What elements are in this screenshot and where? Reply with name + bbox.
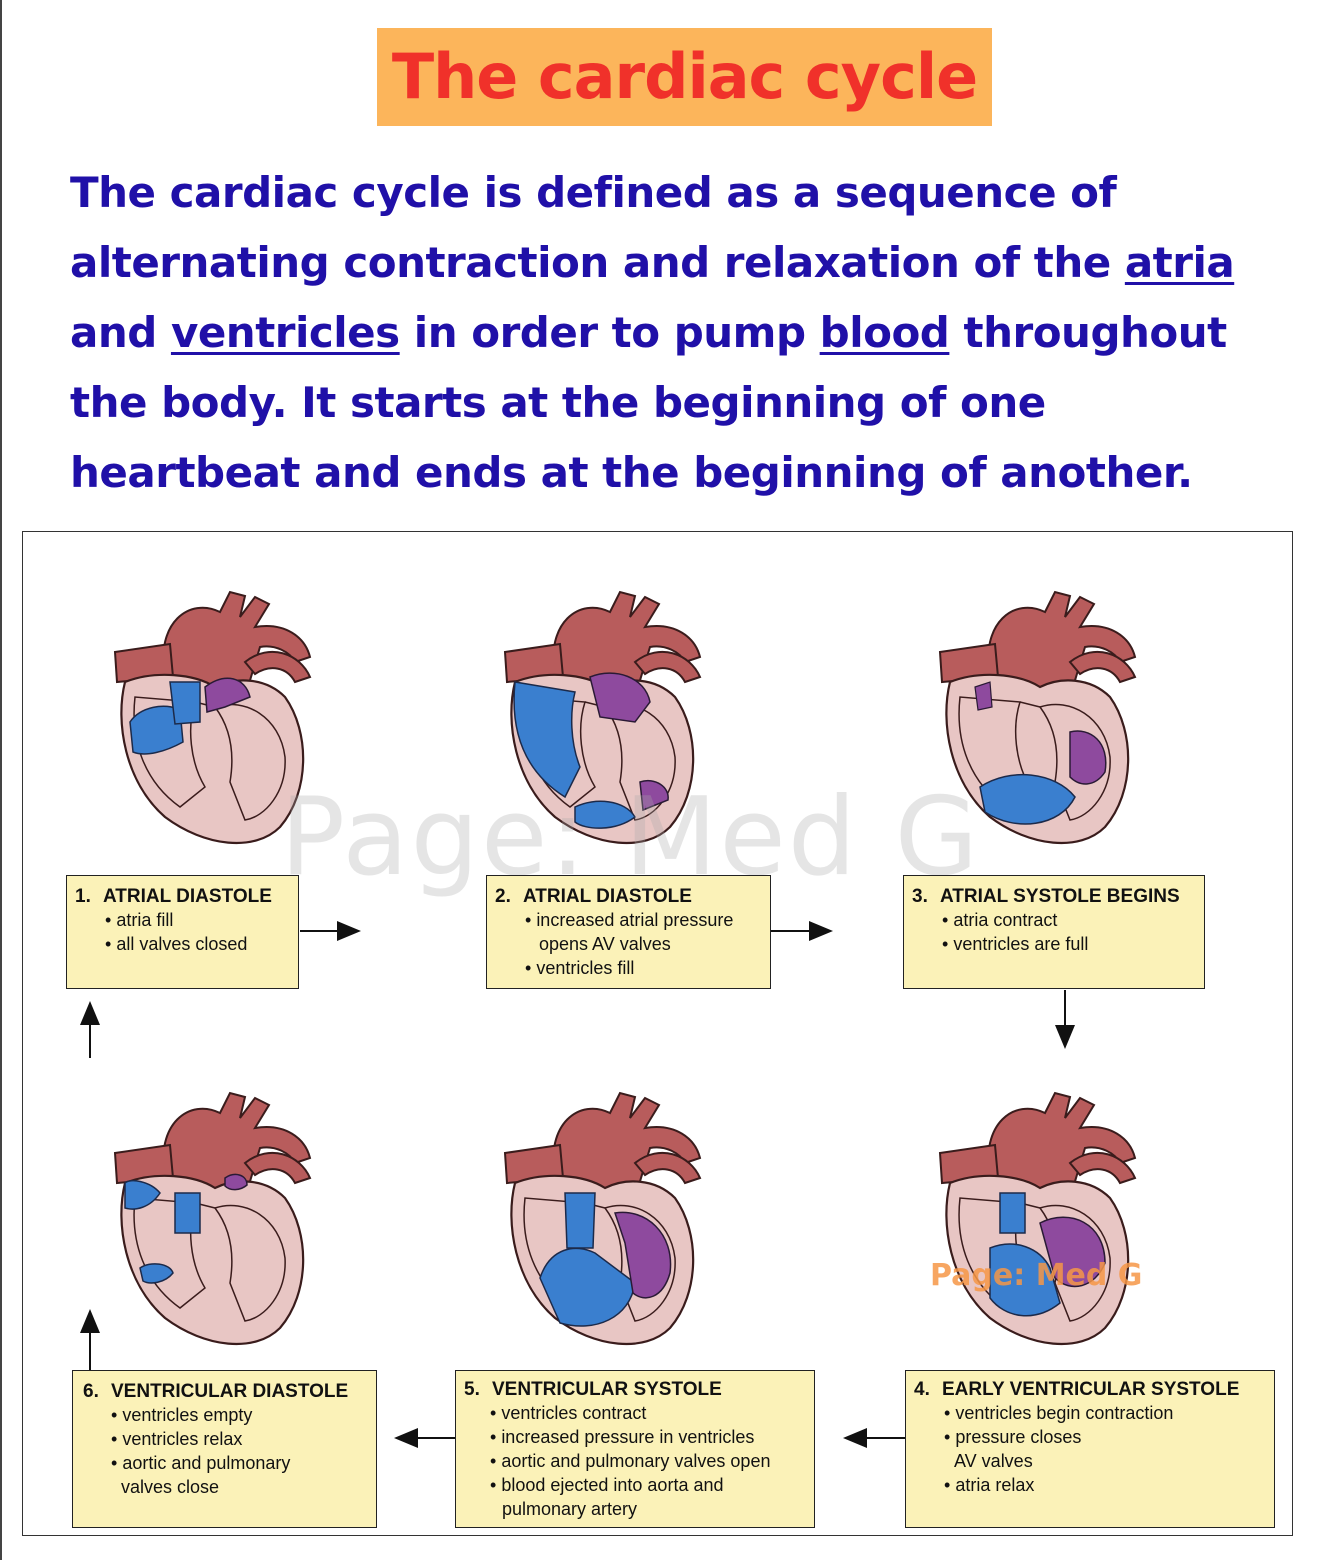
stage-number: 4.	[914, 1379, 930, 1400]
title-banner: The cardiac cycle	[377, 28, 992, 126]
stage-bullet: • ventricles relax	[111, 1429, 243, 1449]
definition-text: alternating contraction and relaxation o…	[70, 238, 1125, 287]
stage-title: 6. VENTRICULAR DIASTOLE	[83, 1381, 366, 1403]
stage-bullet: • blood ejected into aorta and	[490, 1475, 724, 1495]
heart-illustration-3	[938, 590, 1137, 845]
stage-box-6: 6. VENTRICULAR DIASTOLE • ventricles empt…	[72, 1370, 377, 1528]
heart-illustration-2	[503, 590, 702, 845]
definition-paragraph: The cardiac cycle is defined as a sequen…	[70, 158, 1300, 508]
stage-bullet: valves close	[121, 1477, 220, 1497]
blood-link[interactable]: blood	[819, 308, 950, 357]
stage-bullet: AV valves	[954, 1451, 1033, 1471]
stage-title: 1. ATRIAL DIASTOLE	[75, 886, 290, 908]
stage-bullet: • atria contract	[942, 910, 1058, 930]
stage-bullet: • ventricles begin contraction	[944, 1403, 1174, 1423]
stage-title: 5. VENTRICULAR SYSTOLE	[464, 1379, 806, 1401]
stage-title: 2. ATRIAL DIASTOLE	[495, 886, 762, 908]
definition-line-2: alternating contraction and relaxation o…	[70, 228, 1300, 298]
stage-number: 2.	[495, 886, 511, 907]
ventricles-link[interactable]: ventricles	[170, 308, 400, 357]
stage-bullet: pulmonary artery	[502, 1499, 638, 1519]
stage-bullet: • increased atrial pressure	[525, 910, 734, 930]
stage-bullet: • atria fill	[105, 910, 174, 930]
stage-box-1: 1. ATRIAL DIASTOLE • atria fill • all val…	[66, 875, 299, 989]
definition-line-3: and ventricles in order to pump blood th…	[70, 298, 1300, 368]
page-title: The cardiac cycle	[391, 40, 978, 113]
stage-number: 3.	[912, 886, 928, 907]
definition-text: in order to pump	[399, 308, 820, 357]
heart-illustration-4	[938, 1091, 1137, 1346]
stage-name: VENTRICULAR SYSTOLE	[492, 1379, 722, 1400]
heart-illustration-6	[113, 1091, 312, 1346]
stage-title: 3. ATRIAL SYSTOLE BEGINS	[912, 886, 1196, 908]
stage-box-5: 5. VENTRICULAR SYSTOLE • ventricles contr…	[455, 1370, 815, 1528]
stage-box-3: 3. ATRIAL SYSTOLE BEGINS • atria contract…	[903, 875, 1205, 989]
stage-bullet: • ventricles fill	[525, 958, 635, 978]
heart-illustration-5	[503, 1091, 702, 1346]
stage-name: EARLY VENTRICULAR SYSTOLE	[942, 1379, 1240, 1400]
stage-box-2: 2. ATRIAL DIASTOLE • increased atrial pre…	[486, 875, 771, 989]
left-border	[0, 0, 2, 1560]
stage-bullet: • atria relax	[944, 1475, 1035, 1495]
stage-bullet: • aortic and pulmonary	[111, 1453, 291, 1473]
stage-number: 6.	[83, 1381, 99, 1402]
stage-title: 4. EARLY VENTRICULAR SYSTOLE	[914, 1379, 1266, 1401]
heart-illustration-1	[113, 590, 312, 845]
definition-line-5: heartbeat and ends at the beginning of a…	[70, 448, 1193, 497]
stage-number: 5.	[464, 1379, 480, 1400]
stage-number: 1.	[75, 886, 91, 907]
stage-bullet: opens AV valves	[539, 934, 671, 954]
stage-name: VENTRICULAR DIASTOLE	[111, 1381, 349, 1402]
stage-bullet: • ventricles empty	[111, 1405, 253, 1425]
atria-link[interactable]: atria	[1124, 238, 1235, 287]
watermark-small: Page: Med G	[930, 1258, 1143, 1293]
definition-text: throughout	[949, 308, 1227, 357]
stage-bullet: • ventricles are full	[942, 934, 1089, 954]
stage-box-4: 4. EARLY VENTRICULAR SYSTOLE • ventricles…	[905, 1370, 1275, 1528]
definition-text: and	[70, 308, 171, 357]
stage-bullet: • all valves closed	[105, 934, 248, 954]
stage-name: ATRIAL DIASTOLE	[523, 886, 692, 907]
definition-line-4: the body. It starts at the beginning of …	[70, 378, 1046, 427]
stage-name: ATRIAL SYSTOLE BEGINS	[940, 886, 1180, 907]
stage-bullet: • ventricles contract	[490, 1403, 647, 1423]
definition-line-1: The cardiac cycle is defined as a sequen…	[70, 168, 1117, 217]
stage-bullet: • increased pressure in ventricles	[490, 1427, 755, 1447]
stage-bullet: • aortic and pulmonary valves open	[490, 1451, 771, 1471]
stage-name: ATRIAL DIASTOLE	[103, 886, 272, 907]
stage-bullet: • pressure closes	[944, 1427, 1082, 1447]
